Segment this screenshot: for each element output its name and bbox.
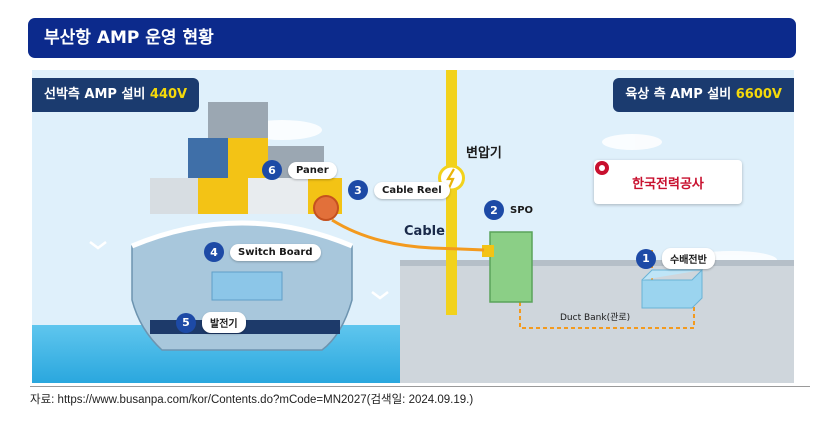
component-number: 5: [176, 312, 196, 333]
cable-reel-icon: [313, 195, 339, 221]
shore-side-voltage: 6600V: [735, 87, 782, 102]
component-label-5: 5 발전기: [176, 312, 246, 333]
kepco-logo-icon: [595, 161, 609, 175]
ship-side-tag: 선박측 AMP 설비 440V: [32, 78, 200, 112]
component-name: 발전기: [202, 312, 246, 333]
component-name: Paner: [288, 161, 337, 179]
component-number: 3: [348, 180, 368, 200]
ship-containers: [150, 102, 342, 214]
component-name: 수배전반: [662, 248, 715, 269]
section-title: 부산항 AMP 운영 현황: [44, 28, 214, 48]
component-number: 4: [204, 242, 224, 262]
component-number: 6: [262, 160, 282, 180]
component-label-1: 1 수배전반: [636, 248, 715, 269]
kepco-badge: 한국전력공사: [594, 160, 742, 204]
component-name: Switch Board: [230, 243, 321, 261]
utility-pole: [446, 70, 457, 315]
kepco-name: 한국전력공사: [632, 176, 704, 192]
component-name: SPO: [510, 204, 534, 216]
component-label-3: 3 Cable Reel: [348, 180, 450, 200]
distribution-board: [641, 268, 703, 309]
spo-box: [489, 231, 533, 303]
ship-side-text: 선박측 AMP 설비: [44, 87, 146, 102]
component-number: 2: [484, 200, 504, 220]
power-cable: [331, 218, 485, 252]
ship-side-voltage: 440V: [149, 87, 188, 102]
amp-diagram: 선박측 AMP 설비 440V 육상 측 AMP 설비 6600V 변압기 Ca…: [32, 70, 794, 383]
duct-bank-label: Duct Bank(관로): [560, 313, 631, 323]
component-name: Cable Reel: [374, 181, 450, 199]
shore-side-tag: 육상 측 AMP 설비 6600V: [613, 78, 794, 112]
shore-side-text: 육상 측 AMP 설비: [625, 87, 732, 102]
component-label-2: 2 SPO: [484, 200, 533, 220]
component-label-4: 4 Switch Board: [204, 242, 321, 262]
source-caption: 자료: https://www.busanpa.com/kor/Contents…: [30, 386, 810, 407]
bird-icon: [371, 291, 389, 300]
transformer-label: 변압기: [466, 146, 502, 161]
component-label-6: 6 Paner: [262, 160, 337, 180]
cable-label: Cable: [404, 224, 445, 239]
section-title-bar: 부산항 AMP 운영 현황: [28, 18, 796, 58]
component-number: 1: [636, 248, 656, 269]
quay-wall: [400, 260, 794, 383]
bird-icon: [89, 241, 107, 250]
